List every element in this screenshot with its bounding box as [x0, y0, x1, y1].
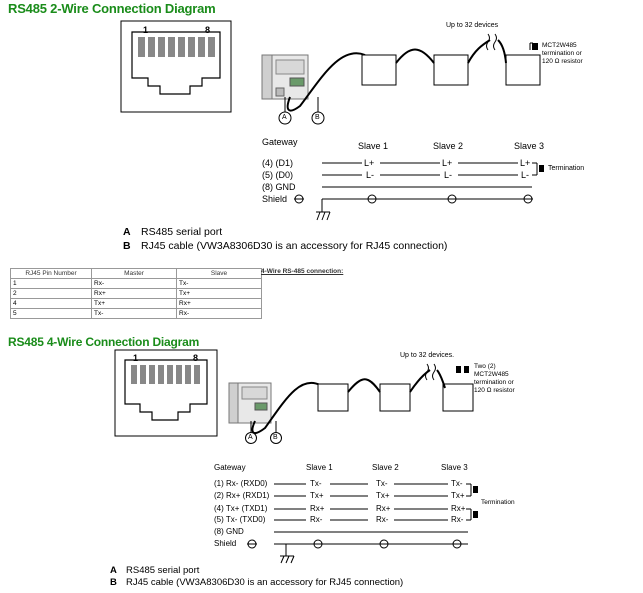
terminator-note: Two (2) MCT2W485 termination or 120 Ω re…: [474, 363, 515, 394]
slave-3-label: Slave 3: [514, 141, 545, 151]
line-label: Rx-: [310, 515, 323, 524]
cable-1: [286, 52, 366, 112]
line-label: L-: [366, 170, 375, 180]
signal-rxd1-label: (2) Rx+ (RXD1): [214, 491, 270, 500]
slave-3-label: Slave 3: [441, 463, 468, 472]
line-label: L-: [444, 170, 453, 180]
signal-txd0-label: (5) Tx- (TXD0): [214, 515, 266, 524]
termination-label: Termination: [481, 499, 515, 506]
signal-txd1-label: (4) Tx+ (TXD1): [214, 504, 268, 513]
circle-b-label: B: [273, 434, 278, 441]
terminator-note: MCT2W485 termination or 120 Ω resistor: [542, 42, 583, 65]
section2-title: RS485 4-Wire Connection Diagram: [8, 335, 200, 349]
section1-title: RS485 2-Wire Connection Diagram: [8, 1, 216, 16]
signal-d0-label: (5) (D0): [262, 170, 293, 180]
line-label: Rx+: [310, 504, 325, 513]
table-header: Master: [91, 268, 177, 279]
signal-shield-label: Shield: [214, 539, 237, 548]
line-label: Tx+: [310, 491, 324, 500]
signal-gnd-label: (8) GND: [214, 527, 244, 536]
slave-2-label: Slave 2: [433, 141, 464, 151]
line-label: Tx+: [376, 491, 390, 500]
gateway-device-2: [228, 382, 272, 424]
rj45-socket-2: [114, 349, 218, 437]
line-label: Rx-: [451, 515, 464, 524]
rj45-pin-first-label: 1: [143, 25, 149, 35]
circle-a-label: A: [282, 114, 287, 121]
table-header: RJ45 Pin Number: [10, 268, 92, 279]
line-label: Tx-: [451, 479, 463, 488]
line-label: L+: [364, 158, 375, 168]
gateway-device-1: [261, 54, 309, 100]
line-label: Tx+: [451, 491, 465, 500]
line-label: Tx-: [310, 479, 322, 488]
line-label: Rx-: [376, 515, 389, 524]
slave-2-label: Slave 2: [372, 463, 399, 472]
line-label: Rx+: [376, 504, 391, 513]
line-label: Tx-: [376, 479, 388, 488]
up-to-devices-label: Up to 32 devices: [446, 22, 499, 29]
gateway-label: Gateway: [214, 463, 246, 472]
rj45-pin-last-label: 8: [193, 353, 199, 363]
signal-d1-label: (4) (D1): [262, 158, 293, 168]
line-label: Rx+: [451, 504, 466, 513]
signal-gnd-label: (8) GND: [262, 182, 296, 192]
circle-b-label: B: [315, 114, 320, 121]
line-label: L+: [520, 158, 531, 168]
table-header: Slave: [176, 268, 262, 279]
pin-table-side-label: 4-Wire RS-485 connection:: [261, 268, 344, 275]
up-to-devices-label: Up to 32 devices.: [400, 352, 455, 359]
termination-label: Termination: [548, 165, 585, 172]
rj45-pin-first-label: 1: [133, 353, 139, 363]
rj45-pin-last-label: 8: [205, 25, 211, 35]
gateway-label: Gateway: [262, 137, 298, 147]
line-label: L+: [442, 158, 453, 168]
signal-rxd0-label: (1) Rx- (RXD0): [214, 479, 268, 488]
signal-shield-label: Shield: [262, 194, 288, 204]
circle-a-label: A: [248, 434, 253, 441]
line-label: L-: [521, 170, 530, 180]
rj45-socket-1: [120, 20, 232, 113]
slave-1-label: Slave 1: [358, 141, 389, 151]
slave-1-label: Slave 1: [306, 463, 333, 472]
